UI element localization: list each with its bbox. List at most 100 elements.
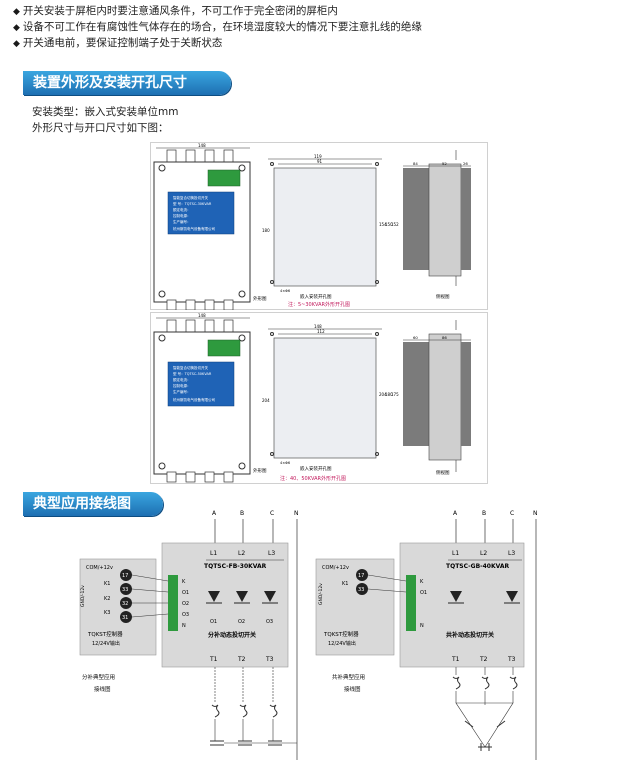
- svg-text:额定电流：: 额定电流：: [173, 207, 191, 212]
- svg-text:A: A: [453, 510, 458, 517]
- svg-text:GND/-12v: GND/-12v: [80, 585, 86, 607]
- bullet-2: ◆设备不可工作在有腐蚀性气体存在的场合，在环境湿度较大的情况下要注意扎线的绝缘: [13, 21, 422, 33]
- svg-text:外形图: 外形图: [253, 295, 267, 302]
- svg-text:K: K: [420, 579, 424, 585]
- svg-text:K1: K1: [104, 581, 110, 587]
- svg-text:T2: T2: [237, 656, 246, 663]
- svg-text:共补动态投切开关: 共补动态投切开关: [446, 631, 494, 639]
- svg-text:148: 148: [198, 313, 206, 318]
- svg-text:32: 32: [122, 601, 128, 607]
- svg-text:智能复合切换投切开关: 智能复合切换投切开关: [173, 365, 208, 370]
- wiring-diagram-right: A B C N L1 L2 L3 TQTSC-GB-40KVAR K O1 N …: [315, 510, 538, 760]
- svg-text:33: 33: [358, 587, 364, 593]
- svg-text:180: 180: [262, 228, 270, 233]
- svg-text:嵌入安装开孔图: 嵌入安装开孔图: [300, 465, 332, 472]
- svg-text:侧视图: 侧视图: [436, 469, 450, 476]
- svg-text:外形图: 外形图: [253, 467, 267, 474]
- svg-text:TQTSC-GB-40KVAR: TQTSC-GB-40KVAR: [446, 563, 510, 570]
- dims-intro-text: 外形尺寸与开口尺寸如下图：: [32, 122, 169, 134]
- svg-text:12/24V输出: 12/24V输出: [328, 640, 356, 647]
- svg-text:K: K: [182, 579, 186, 585]
- svg-text:17: 17: [358, 573, 364, 579]
- svg-text:TQTSC-FB-30KVAR: TQTSC-FB-30KVAR: [204, 563, 267, 570]
- svg-text:B: B: [240, 510, 244, 517]
- svg-text:L3: L3: [508, 550, 515, 557]
- svg-text:B: B: [482, 510, 486, 517]
- diamond-icon: ◆: [13, 39, 20, 49]
- svg-text:152: 152: [391, 222, 399, 227]
- svg-text:TQKST控制器: TQKST控制器: [87, 630, 123, 638]
- svg-text:O3: O3: [266, 619, 273, 625]
- svg-text:接线图: 接线图: [344, 685, 361, 693]
- svg-text:31: 31: [122, 615, 128, 621]
- svg-text:L2: L2: [480, 550, 487, 557]
- svg-text:52: 52: [442, 161, 447, 166]
- svg-text:控制电源：: 控制电源：: [173, 383, 191, 388]
- svg-text:A: A: [212, 510, 217, 517]
- svg-text:T1: T1: [451, 656, 460, 663]
- svg-text:C: C: [270, 510, 274, 517]
- svg-text:型 号：TQTSC-30KVAR: 型 号：TQTSC-30KVAR: [173, 201, 212, 206]
- svg-text:O1: O1: [182, 590, 189, 596]
- svg-text:150: 150: [385, 222, 393, 227]
- svg-text:112: 112: [317, 329, 325, 334]
- svg-text:O1: O1: [420, 590, 427, 596]
- svg-text:O2: O2: [182, 601, 189, 607]
- svg-text:L2: L2: [238, 550, 245, 557]
- svg-text:175: 175: [391, 392, 399, 397]
- svg-text:4×Φ6: 4×Φ6: [280, 461, 290, 465]
- svg-text:杭州斯凯电气设备有限公司: 杭州斯凯电气设备有限公司: [173, 397, 215, 402]
- svg-text:分补典型应用: 分补典型应用: [82, 673, 115, 681]
- svg-text:N: N: [420, 623, 424, 629]
- dimension-drawing-2: 148 智能复合切换投切开关 型 号：TQTSC-50KVAR 额定电流： 控制…: [150, 312, 488, 484]
- svg-text:91: 91: [317, 159, 323, 164]
- diamond-icon: ◆: [13, 7, 20, 17]
- svg-text:生产编号：: 生产编号：: [173, 219, 191, 224]
- svg-text:60: 60: [413, 335, 418, 340]
- note-2: 注：40、50KVAR外形开孔图: [280, 475, 346, 482]
- svg-text:K2: K2: [104, 596, 110, 602]
- svg-text:N: N: [533, 510, 538, 517]
- svg-text:生产编号：: 生产编号：: [173, 389, 191, 394]
- svg-text:嵌入安装开孔图: 嵌入安装开孔图: [300, 293, 332, 300]
- bullet-1: ◆开关安装于屏柜内时要注意通风条件，不可工作于完全密闭的屏柜内: [13, 5, 338, 17]
- svg-text:T2: T2: [479, 656, 488, 663]
- section-title-wiring: 典型应用接线图: [23, 492, 163, 516]
- svg-text:17: 17: [122, 573, 128, 579]
- svg-text:C: C: [510, 510, 514, 517]
- svg-text:COM/+12v: COM/+12v: [86, 565, 113, 571]
- svg-text:180: 180: [385, 392, 393, 397]
- section-title-dimensions: 装置外形及安装开孔尺寸: [23, 71, 231, 95]
- svg-text:86: 86: [442, 335, 447, 340]
- svg-text:N: N: [182, 623, 186, 629]
- svg-text:84: 84: [413, 161, 418, 166]
- svg-text:4×Φ6: 4×Φ6: [280, 289, 290, 293]
- svg-text:智能复合切换投切开关: 智能复合切换投切开关: [173, 195, 208, 200]
- svg-text:接线图: 接线图: [94, 685, 111, 693]
- svg-text:额定电流：: 额定电流：: [173, 377, 191, 382]
- svg-text:型 号：TQTSC-50KVAR: 型 号：TQTSC-50KVAR: [173, 371, 212, 376]
- svg-text:26: 26: [463, 161, 468, 166]
- note-1: 注：5~30KVAR外形开孔图: [288, 301, 350, 308]
- svg-text:N: N: [294, 510, 299, 517]
- svg-text:侧视图: 侧视图: [436, 293, 450, 300]
- bullet-3: ◆开关通电前，要保证控制端子处于关断状态: [13, 37, 223, 49]
- svg-text:控制电源：: 控制电源：: [173, 213, 191, 218]
- svg-text:148: 148: [314, 324, 322, 329]
- svg-text:119: 119: [314, 154, 322, 159]
- svg-text:154: 154: [379, 222, 387, 227]
- svg-text:O2: O2: [238, 619, 245, 625]
- svg-text:共补典型应用: 共补典型应用: [332, 673, 365, 681]
- svg-text:TQKST控制器: TQKST控制器: [323, 630, 359, 638]
- svg-text:204: 204: [262, 398, 270, 403]
- svg-text:L3: L3: [268, 550, 275, 557]
- dimension-drawing-1: 148 智能复合切换投切开关 型 号：TQTSC-30KVAR 额定电流： 控制…: [150, 142, 488, 310]
- svg-text:33: 33: [122, 587, 128, 593]
- install-type-text: 安装类型：嵌入式安装单位mm: [32, 106, 179, 118]
- svg-text:O1: O1: [210, 619, 217, 625]
- svg-text:杭州斯凯电气设备有限公司: 杭州斯凯电气设备有限公司: [173, 226, 215, 231]
- svg-text:COM/+12v: COM/+12v: [322, 565, 349, 571]
- top-dim-label: 148: [198, 143, 206, 148]
- svg-text:GND/-12v: GND/-12v: [318, 583, 324, 605]
- svg-text:L1: L1: [210, 550, 217, 557]
